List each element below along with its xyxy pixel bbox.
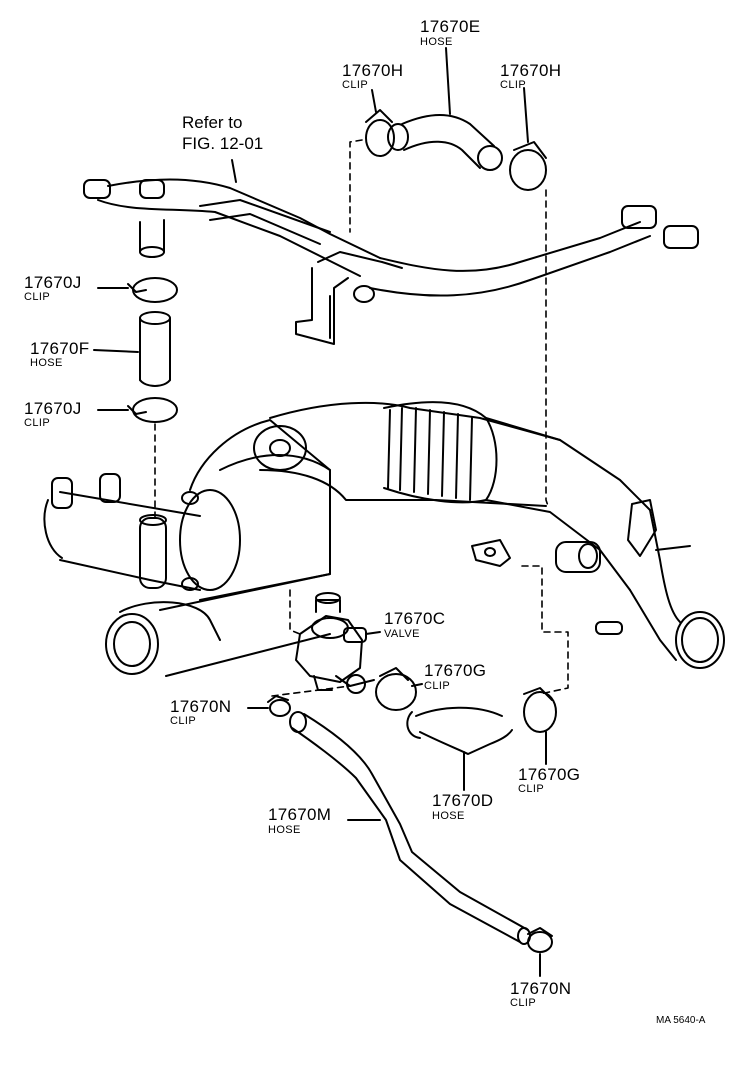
clip-17670H-left (365, 89, 395, 157)
part-number-17670E: 17670E (420, 17, 481, 36)
clip-17670G-upper (375, 667, 423, 711)
assembly-dashed-lines (154, 139, 569, 697)
part-number-17670C: 17670C (384, 609, 446, 628)
hose-17670M (289, 711, 531, 945)
hose-17670F (93, 311, 171, 387)
reference-line-1: Refer to (182, 113, 243, 132)
part-desc-17670N-lower: CLIP (510, 997, 537, 1009)
clip-17670J-lower (97, 397, 178, 423)
part-desc-17670N-upper: CLIP (170, 715, 197, 727)
part-desc-17670G-lower: CLIP (518, 783, 545, 795)
part-number-17670N-lower: 17670N (510, 979, 572, 998)
part-desc-17670C: VALVE (384, 628, 420, 640)
part-desc-17670H-left: CLIP (342, 79, 369, 91)
clip-17670N-upper (247, 695, 291, 717)
outlet-fitting (555, 541, 623, 635)
hose-17670E (387, 47, 503, 171)
part-number-17670J-lower: 17670J (24, 399, 82, 418)
part-desc-17670E: HOSE (420, 36, 453, 48)
drawing-code: MA 5640-A (656, 1015, 706, 1026)
part-number-17670D: 17670D (432, 791, 494, 810)
part-desc-17670J-lower: CLIP (24, 417, 51, 429)
clip-17670G-lower (523, 687, 557, 765)
upper-water-pipe (83, 159, 699, 345)
part-desc-17670D: HOSE (432, 810, 465, 822)
part-desc-17670F: HOSE (30, 357, 63, 369)
clip-17670N-lower (527, 927, 553, 977)
part-number-17670J-upper: 17670J (24, 273, 82, 292)
part-number-17670H-right: 17670H (500, 61, 562, 80)
part-number-17670G-upper: 17670G (424, 661, 487, 680)
part-number-17670N-upper: 17670N (170, 697, 232, 716)
part-desc-17670G-upper: CLIP (424, 680, 451, 692)
part-number-17670H-left: 17670H (342, 61, 404, 80)
intake-housing (43, 401, 725, 677)
part-number-17670G-lower: 17670G (518, 765, 581, 784)
reference-line-2: FIG. 12-01 (182, 134, 264, 153)
part-desc-17670M: HOSE (268, 824, 301, 836)
hose-17670D (406, 706, 513, 791)
part-number-17670M: 17670M (268, 805, 332, 824)
valve-17670C (295, 592, 381, 694)
part-desc-17670J-upper: CLIP (24, 291, 51, 303)
part-number-17670F: 17670F (30, 339, 90, 358)
clip-17670H-right (509, 87, 547, 191)
part-desc-17670H-right: CLIP (500, 79, 527, 91)
clip-17670J-upper (97, 277, 178, 303)
